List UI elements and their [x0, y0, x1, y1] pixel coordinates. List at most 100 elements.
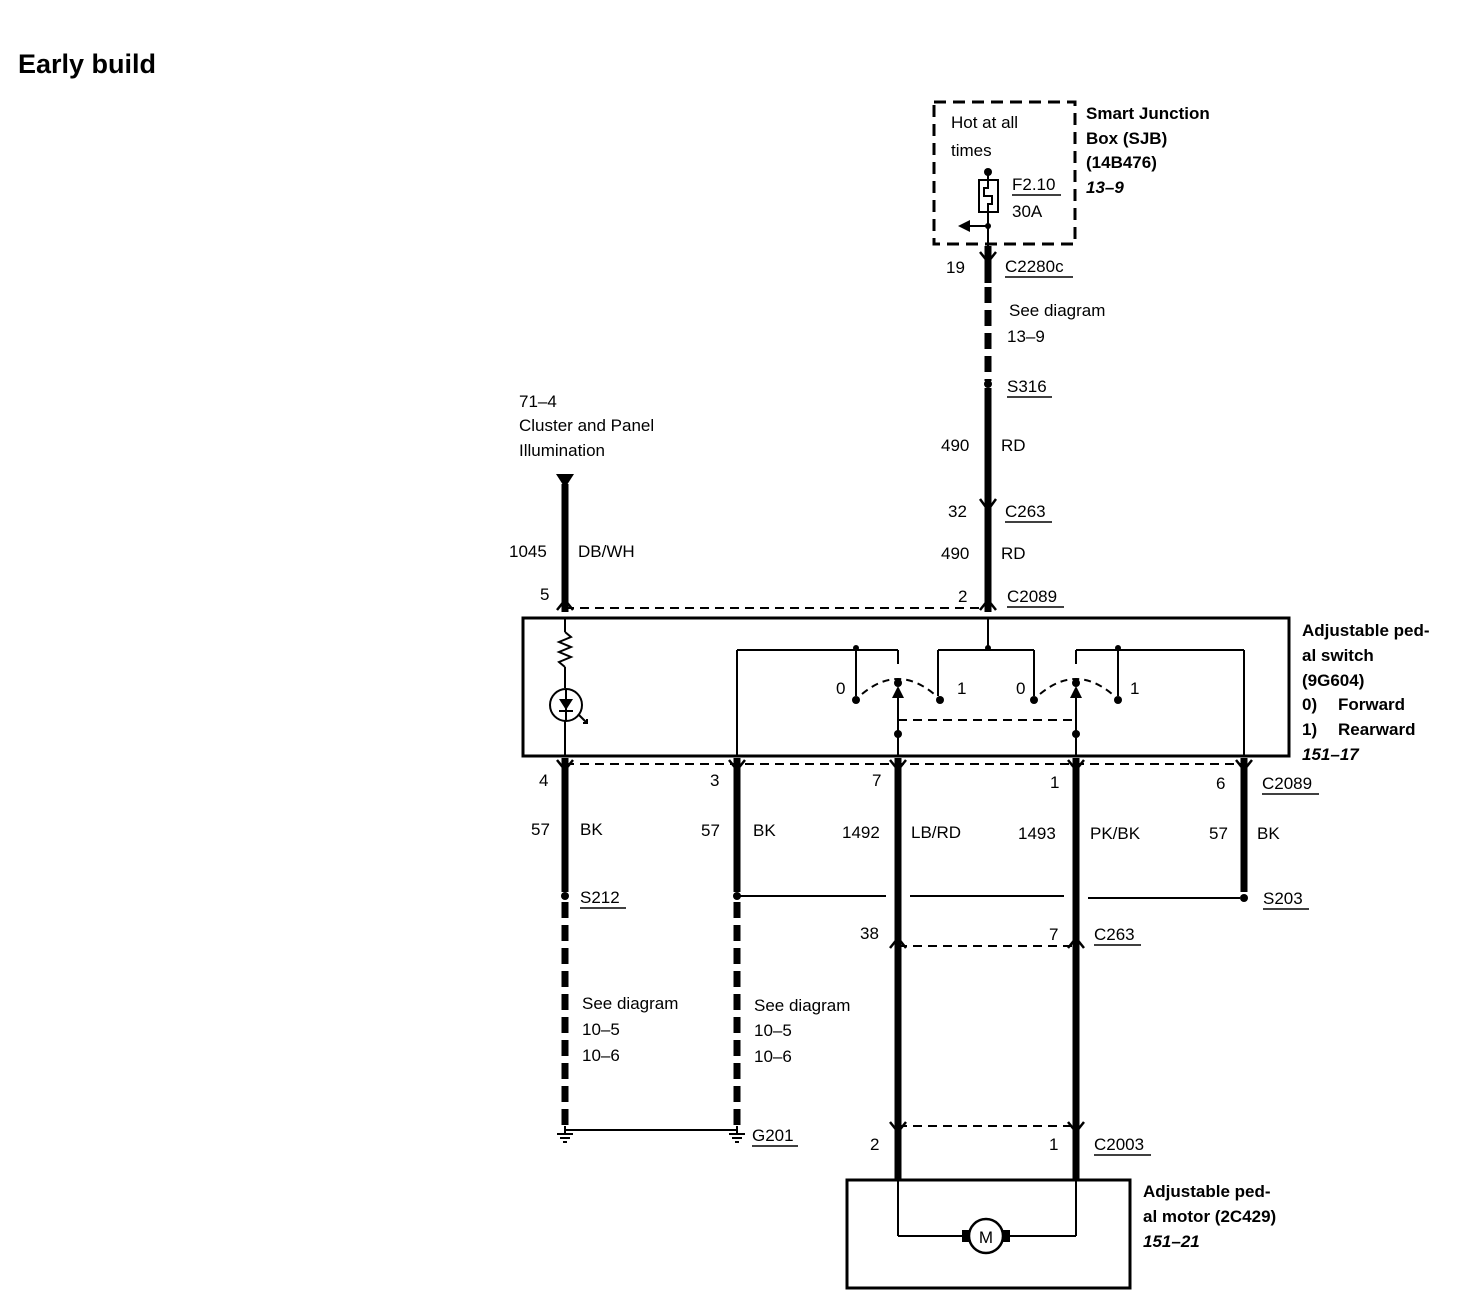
motor-icon: M: [962, 1217, 1010, 1255]
sjb-name-3: (14B476): [1086, 153, 1157, 172]
switch-pivot-right-icon: [1070, 686, 1082, 698]
illum-name-1: Cluster and Panel: [519, 416, 654, 435]
ground-label: G201: [752, 1126, 794, 1145]
pin-38: 38: [860, 924, 879, 943]
conn-c263-lower: C263: [1094, 925, 1135, 944]
left-pos-1: 1: [957, 679, 966, 698]
left-pos-0: 0: [836, 679, 845, 698]
ground-icon: [557, 1126, 573, 1143]
sjb-fuse-rating: 30A: [1012, 202, 1043, 221]
see-diagram-top-1: See diagram: [1009, 301, 1105, 320]
top-circuit: 19 C2280c See diagram 13–9 S316 490 RD 3…: [941, 246, 1105, 612]
circuit-490-a: 490: [941, 436, 969, 455]
sjb-arrow-icon: [958, 220, 970, 232]
input-arrow-icon: [556, 474, 574, 488]
bottom-wires: 57 BK 57 BK 1492 LB/RD 1493 PK/BK 57 BK …: [531, 758, 1309, 1180]
lamp-led-icon: [549, 688, 588, 724]
pin-6: 6: [1216, 774, 1225, 793]
pin-7: 7: [872, 771, 881, 790]
right-pos-1: 1: [1130, 679, 1139, 698]
switch-name-2: al switch: [1302, 646, 1374, 665]
switch-mode0-label: Forward: [1338, 695, 1405, 714]
bottom-pins: 4 3 7 1 6 C2089: [539, 771, 1319, 795]
switch-ref: 151–17: [1302, 745, 1360, 764]
illum-ref: 71–4: [519, 392, 557, 411]
conn-c2280c: C2280c: [1005, 257, 1064, 276]
w2-circuit: 57: [701, 821, 720, 840]
splice-s203-dot: [1240, 894, 1248, 902]
splice-s212-dot: [561, 892, 569, 900]
pin-19: 19: [946, 258, 965, 277]
illumination-input: 71–4 Cluster and Panel Illumination 1045…: [509, 392, 654, 612]
w4-circuit: 1493: [1018, 824, 1056, 843]
connector-arrow-icon: [556, 597, 574, 611]
connector-arrow-icon: [979, 251, 997, 265]
w3-circuit: 1492: [842, 823, 880, 842]
see-left-3: 10–6: [582, 1046, 620, 1065]
w5-circuit: 57: [1209, 824, 1228, 843]
motor-symbol: M: [979, 1228, 993, 1247]
connector-c2003: 2 1 C2003: [870, 1135, 1151, 1156]
pin-3: 3: [710, 771, 719, 790]
pin-2-c2003: 2: [870, 1135, 879, 1154]
see-right-2: 10–5: [754, 1021, 792, 1040]
right-pos-0: 0: [1016, 679, 1025, 698]
ground-g201: G201: [557, 1126, 798, 1147]
color-dbwh: DB/WH: [578, 542, 635, 561]
w1-circuit: 57: [531, 820, 550, 839]
pin-4: 4: [539, 771, 548, 790]
pin-2-top: 2: [958, 587, 967, 606]
w5-color: BK: [1257, 824, 1280, 843]
sjb-hot-label-1: Hot at all: [951, 113, 1018, 132]
circuit-490-b: 490: [941, 544, 969, 563]
sjb-dashed-box: [932, 100, 1077, 246]
ground-icon: [729, 1126, 745, 1143]
motor-box: [845, 1178, 1132, 1290]
splice-s203: S203: [1263, 889, 1303, 908]
adjustable-pedal-motor: M Adjustable ped- al motor (2C429) 151–2…: [845, 1178, 1276, 1290]
fuse-icon: [978, 179, 999, 213]
see-diagram-top-2: 13–9: [1007, 327, 1045, 346]
sjb-name-1: Smart Junction: [1086, 104, 1210, 123]
see-left-1: See diagram: [582, 994, 678, 1013]
switch-pivot-left-icon: [892, 686, 904, 698]
switch-mode1-num: 1): [1302, 720, 1317, 739]
pin-5: 5: [540, 585, 549, 604]
w2-color: BK: [753, 821, 776, 840]
see-left-2: 10–5: [582, 1020, 620, 1039]
pin-1: 1: [1050, 773, 1059, 792]
pin-7-c263: 7: [1049, 925, 1058, 944]
sjb-name-2: Box (SJB): [1086, 129, 1167, 148]
w3-color: LB/RD: [911, 823, 961, 842]
switch-name-1: Adjustable ped-: [1302, 621, 1430, 640]
contact-left-0: [852, 696, 860, 704]
pin-32: 32: [948, 502, 967, 521]
w4-color: PK/BK: [1090, 824, 1141, 843]
splice-s316-dot: [984, 380, 992, 388]
splice-s212: S212: [580, 888, 620, 907]
connector-arrow-icon: [979, 597, 997, 611]
switch-box: [521, 616, 1291, 758]
motor-ref: 151–21: [1143, 1232, 1200, 1251]
switch-mode0-num: 0): [1302, 695, 1317, 714]
sjb-hot-label-2: times: [951, 141, 992, 160]
motor-name-1: Adjustable ped-: [1143, 1182, 1271, 1201]
conn-c2003: C2003: [1094, 1135, 1144, 1154]
resistor-icon: [556, 631, 574, 668]
conn-c2089-bottom: C2089: [1262, 774, 1312, 793]
adjustable-pedal-switch: 0 1 0 1 Adjustable ped- al switch (9G604…: [521, 616, 1430, 764]
conn-c2089-top: C2089: [1007, 587, 1057, 606]
contact-right-1: [1114, 696, 1122, 704]
see-right-3: 10–6: [754, 1047, 792, 1066]
motor-name-2: al motor (2C429): [1143, 1207, 1276, 1226]
w1-color: BK: [580, 820, 603, 839]
circuit-1045: 1045: [509, 542, 547, 561]
color-rd-a: RD: [1001, 436, 1026, 455]
illum-name-2: Illumination: [519, 441, 605, 460]
color-rd-b: RD: [1001, 544, 1026, 563]
switch-mode1-label: Rearward: [1338, 720, 1415, 739]
splice-s316: S316: [1007, 377, 1047, 396]
contact-right-0: [1030, 696, 1038, 704]
sjb-fuse-id: F2.10: [1012, 175, 1055, 194]
